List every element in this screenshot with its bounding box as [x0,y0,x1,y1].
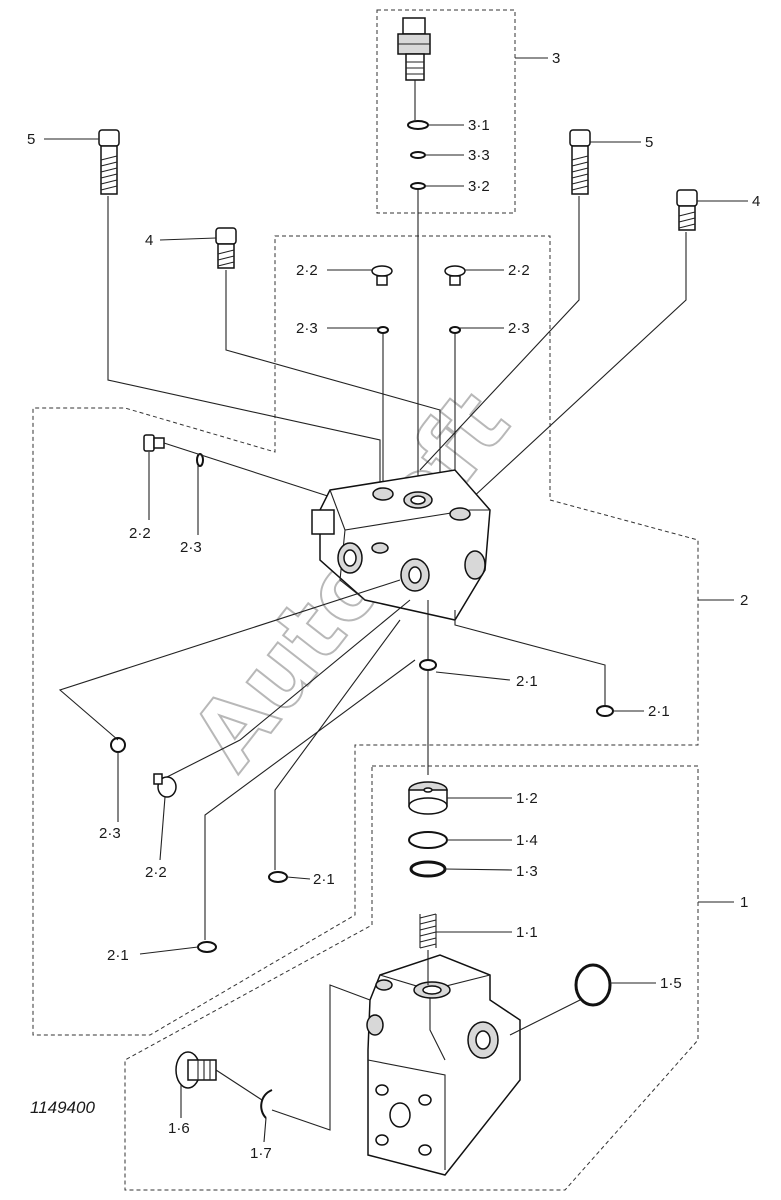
label-2-3-top-left: 2·3 [296,320,318,337]
backup-ring-1-4 [408,831,448,849]
label-2-2-top-left: 2·2 [296,262,318,279]
label-4-left: 4 [145,232,153,249]
label-3-2: 3·2 [468,178,490,195]
cap-screw-4-right [676,189,698,231]
label-3: 3 [552,50,560,67]
label-1: 1 [740,894,748,911]
drawing-reference-number: 1149400 [30,1098,95,1117]
plug-2-2-lower [153,773,177,798]
valve-body-2 [311,469,491,621]
o-ring-1-3 [409,860,447,878]
plug-2-2-mid [143,434,165,452]
label-2-1-center: 2·1 [516,673,538,690]
piston-1-2 [408,781,448,815]
o-ring-2-3-top-left [377,326,389,334]
relief-valve-cartridge [397,17,431,81]
o-ring-2-1-center [419,659,437,671]
label-2-1-lower-left: 2·1 [107,947,129,964]
o-ring-3-3 [410,151,426,159]
label-3-1: 3·1 [468,117,490,134]
o-ring-1-7 [260,1089,273,1119]
label-1-1: 1·1 [516,924,538,941]
label-2-2-lower: 2·2 [145,864,167,881]
label-4-right: 4 [752,193,760,210]
plug-2-2-top-right [444,265,466,286]
o-ring-2-3-mid [196,453,204,467]
valve-housing-1 [366,954,521,1176]
label-1-5: 1·5 [660,975,682,992]
label-2-3-lower: 2·3 [99,825,121,842]
cap-screw-5-left [98,129,120,195]
label-1-2: 1·2 [516,790,538,807]
label-2-1-right: 2·1 [648,703,670,720]
label-2-3-mid: 2·3 [180,539,202,556]
group-2-outline [32,235,699,1036]
label-2: 2 [740,592,748,609]
label-3-3: 3·3 [468,147,490,164]
group-1-outline [124,765,699,1191]
label-2-2-mid: 2·2 [129,525,151,542]
plug-2-2-top-left [371,265,393,286]
label-1-3: 1·3 [516,863,538,880]
label-1-6: 1·6 [168,1120,190,1137]
label-2-1-lower-mid: 2·1 [313,871,335,888]
group-3-outline [376,9,516,214]
label-5-left: 5 [27,131,35,148]
label-5-right: 5 [645,134,653,151]
label-1-7: 1·7 [250,1145,272,1162]
o-ring-2-1-lower-left [197,941,217,953]
o-ring-2-1-lower-mid [268,871,288,883]
label-1-4: 1·4 [516,832,538,849]
o-ring-3-2 [410,182,426,190]
spring-1-1 [419,913,437,949]
o-ring-1-5 [574,963,612,1007]
o-ring-2-3-top-right [449,326,461,334]
plug-1-6 [175,1051,217,1089]
cap-screw-5-right [569,129,591,195]
cap-screw-4-left [215,227,237,269]
label-2-2-top-right: 2·2 [508,262,530,279]
o-ring-2-1-right [596,705,614,717]
label-2-3-top-right: 2·3 [508,320,530,337]
o-ring-2-3-lower [110,737,126,753]
o-ring-3-1 [407,120,429,130]
